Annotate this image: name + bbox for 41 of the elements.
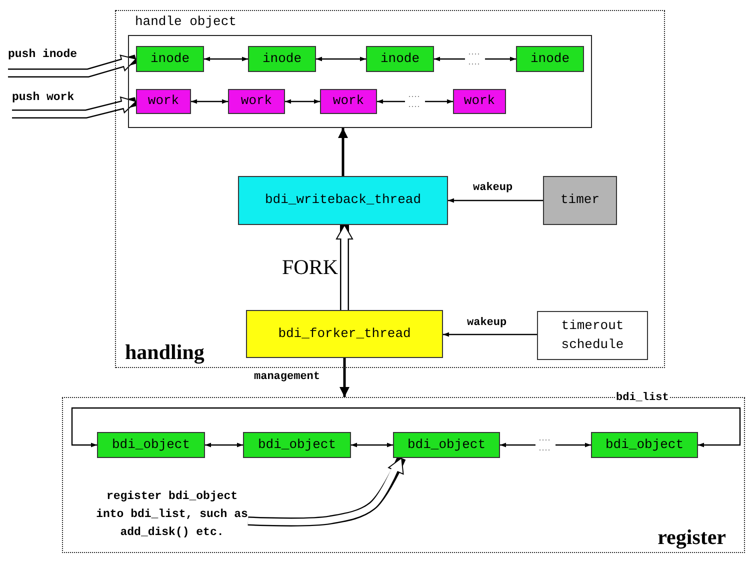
edge-label: wakeup — [473, 182, 513, 194]
edge-label: management — [254, 371, 320, 384]
process-box: inode — [248, 46, 316, 72]
loop-connector — [71, 407, 741, 448]
process-box: work — [453, 89, 506, 114]
annotation-text: push work — [12, 91, 96, 114]
edge-label: bdi_list — [616, 392, 669, 404]
process-box: inode — [136, 46, 204, 72]
process-box: inode — [366, 46, 434, 72]
process-box: timerout schedule — [537, 311, 648, 360]
process-box: work — [320, 89, 377, 114]
double-arrow — [191, 99, 228, 104]
double-arrow — [205, 442, 243, 448]
double-arrow — [204, 56, 248, 62]
annotation-text: push inode — [8, 48, 98, 73]
double-arrow — [377, 99, 453, 104]
process-box: bdi_object — [243, 432, 351, 458]
region-title: handling — [125, 340, 204, 365]
annotation-text: register bdi_object into bdi_list, such as add_disk() etc. — [96, 488, 248, 548]
region-title: register — [658, 525, 726, 550]
arrow — [443, 332, 537, 337]
double-arrow — [285, 99, 320, 104]
process-box: bdi_object — [393, 432, 500, 458]
arrow — [448, 198, 543, 203]
process-box: bdi_object — [97, 432, 205, 458]
process-box: work — [136, 89, 191, 114]
process-box: bdi_forker_thread — [246, 310, 443, 358]
process-box: timer — [543, 176, 617, 225]
double-arrow — [500, 442, 591, 448]
arrow — [338, 128, 348, 176]
frame-heading: handle object — [135, 14, 236, 29]
double-arrow — [316, 56, 366, 62]
arrow — [340, 358, 350, 397]
double-arrow — [351, 442, 393, 448]
process-box: inode — [516, 46, 584, 72]
process-box: work — [228, 89, 285, 114]
process-box: bdi_object — [591, 432, 698, 458]
dotted-region — [115, 10, 665, 368]
edge-label: wakeup — [467, 317, 507, 330]
process-box: bdi_writeback_thread — [238, 176, 448, 225]
double-arrow — [434, 56, 516, 62]
